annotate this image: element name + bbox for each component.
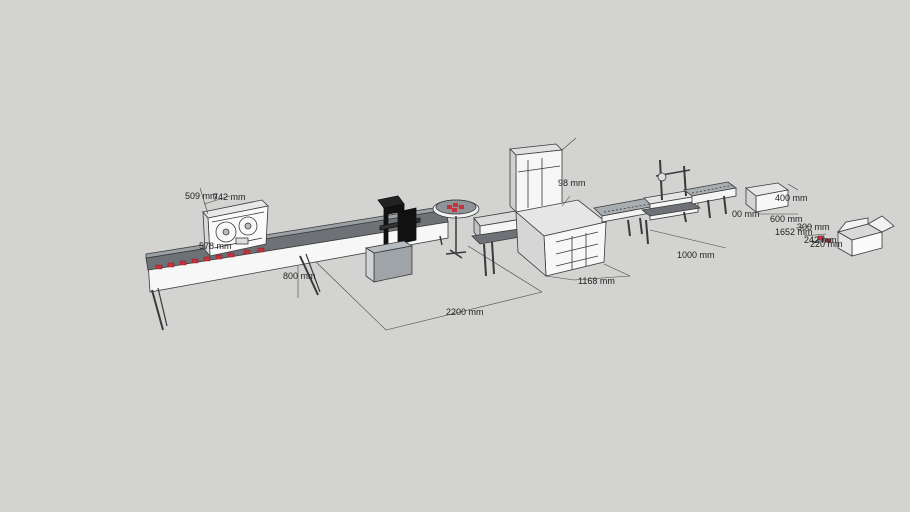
dim-label-578: 578 mm [199,241,232,251]
dim-label-1168: 1168 mm [578,276,615,286]
dim-label-220: 220 mm [810,239,843,249]
dim-label-800: 800 mm [283,271,316,281]
dim-label-509: 509 mm [185,191,218,201]
dim-label-1000: 1000 mm [677,250,715,260]
dim-label-1652: 1652 mm [775,227,813,237]
dim-label-742: 742 mm [213,192,246,202]
cartoning-machine [509,143,607,277]
closed-carton [745,182,790,213]
gantry-unit [377,195,421,257]
labeling-machine [202,199,269,258]
dim-label-98: 98 mm [558,178,586,188]
carton-sealer [641,159,701,245]
dim-label-00: 00 mm [732,209,760,219]
small-parts [795,225,832,243]
product-items [155,247,265,270]
dim-label-2200: 2200 mm [446,307,484,317]
dim-label-400: 400 mm [775,193,808,203]
open-carton [836,215,895,257]
roller-conveyor-2 [683,181,737,219]
dim-label-300: 300 mm [797,222,830,232]
control-cabinet [364,240,414,283]
dimension-lines [199,137,799,331]
dim-label-242: 242 mm [804,235,837,245]
dim-label-600: 600 mm [770,214,803,224]
rotary-table-products [447,203,464,212]
